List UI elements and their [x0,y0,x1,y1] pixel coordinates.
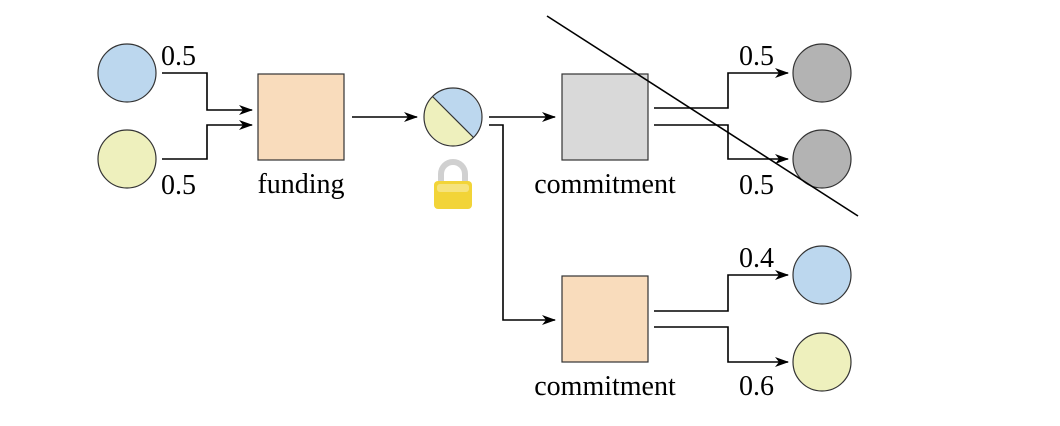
commitment-bottom-out-2-label: 0.6 [739,371,774,402]
edge-input-top-to-funding [162,72,253,115]
edge-channel-to-commitment-bottom [489,124,556,325]
edge-input-bottom-to-funding [162,120,253,160]
funding-box [257,73,345,161]
padlock-icon [434,159,472,209]
edge-commitment-bottom-out-2 [654,326,789,367]
output-circle-top-1 [792,43,852,103]
input-circle-top [97,43,157,103]
commitment-top-out-2-label: 0.5 [739,170,774,201]
edge-commitment-top-out-1 [654,68,789,109]
output-circle-top-2 [792,129,852,189]
input-top-weight-label: 0.5 [161,41,196,72]
commitment-bottom-out-1-label: 0.4 [739,243,774,274]
edge-commitment-bottom-out-1 [654,270,789,312]
output-circle-bottom-2 [792,332,852,392]
commitment-top-out-1-label: 0.5 [739,41,774,72]
channel-split-half-bottom [424,96,474,146]
commitment-box-top [561,73,649,161]
channel-split-circle [423,87,483,147]
input-circle-bottom [97,129,157,189]
commitment-box-bottom [561,275,649,363]
edge-commitment-top-out-2 [654,124,789,164]
commitment-bottom-label: commitment [534,371,676,402]
commitment-top-label: commitment [534,169,676,200]
funding-label: funding [257,169,344,200]
channel-split-half-top [432,88,482,138]
cross-out-line [546,15,859,217]
output-circle-bottom-1 [792,245,852,305]
input-bottom-weight-label: 0.5 [161,170,196,201]
